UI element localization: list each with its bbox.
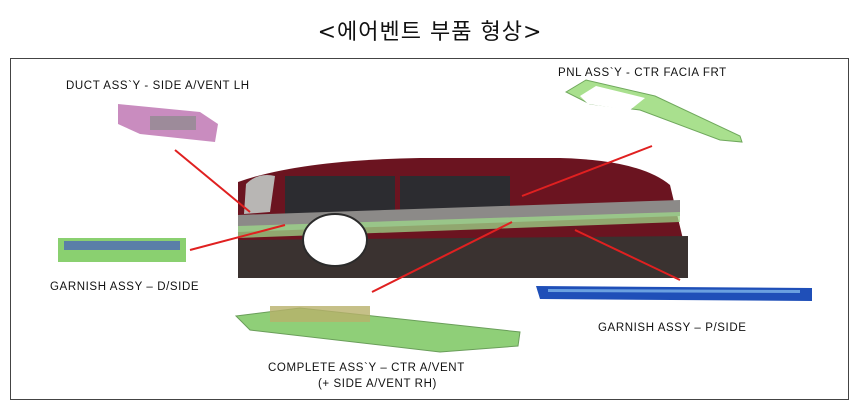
diagram-frame — [10, 58, 849, 400]
side-vent-lh — [244, 175, 275, 214]
panel-part-image — [564, 79, 743, 143]
label-garnish-p: GARNISH ASSY – P/SIDE — [598, 322, 747, 334]
label-complete-line2: (+ SIDE A/VENT RH) — [318, 378, 437, 390]
garnish-d-top — [64, 241, 180, 250]
steering-wheel — [302, 213, 368, 267]
page-title: <에어벤트 부품 형상> — [317, 20, 543, 45]
garnish-p-highlight — [548, 289, 800, 293]
arrow-complete — [371, 221, 513, 293]
arrow-garnish-d — [189, 224, 286, 251]
dashboard-image — [238, 158, 688, 278]
arrow-duct — [174, 149, 251, 213]
label-panel: PNL ASS`Y - CTR FACIA FRT — [558, 67, 727, 79]
label-garnish-d: GARNISH ASSY – D/SIDE — [50, 281, 200, 293]
label-duct: DUCT ASS`Y - SIDE A/VENT LH — [66, 80, 250, 92]
complete-vent-units — [270, 306, 370, 322]
duct-vent — [150, 116, 196, 130]
label-complete-line1: COMPLETE ASS`Y – CTR A/VENT — [268, 362, 465, 374]
cluster-screen — [285, 176, 395, 214]
garnish-p-image — [536, 286, 812, 301]
garnish-d-image — [58, 238, 186, 262]
panel-cutout — [580, 86, 645, 110]
garnish-p-body — [536, 286, 812, 301]
pointer-arrows — [174, 145, 681, 293]
arrow-panel — [521, 145, 653, 197]
duct-part-image — [118, 104, 218, 142]
complete-vent-image — [234, 306, 521, 353]
arrow-garnish-p — [574, 229, 681, 281]
